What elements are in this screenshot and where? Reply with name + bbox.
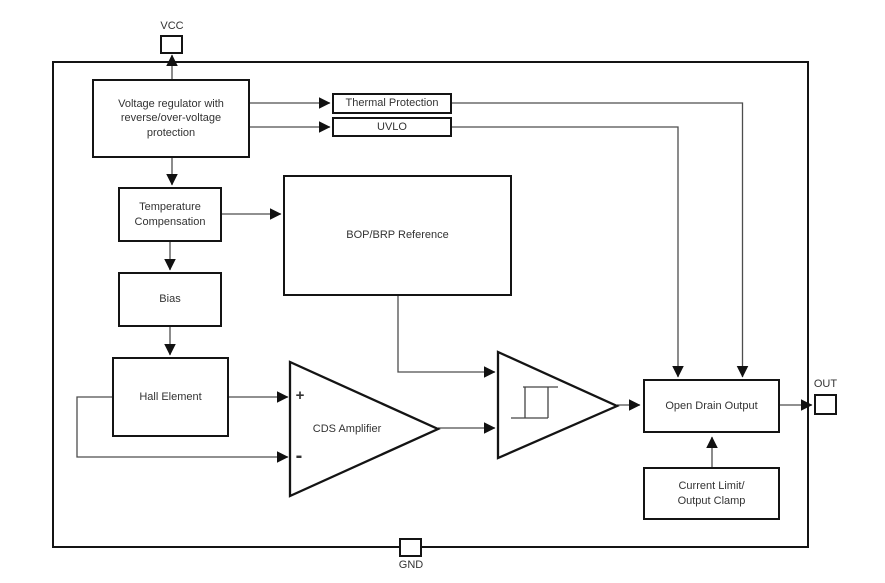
block-open-drain-output: Open Drain Output xyxy=(643,379,780,433)
wire-hall-to-cds-minus xyxy=(76,396,289,463)
block-uvlo: UVLO xyxy=(332,117,452,137)
block-voltage-regulator: Voltage regulator with reverse/over-volt… xyxy=(92,79,250,158)
cds-amplifier-triangle xyxy=(288,360,441,498)
block-bias: Bias xyxy=(118,272,222,327)
out-pin xyxy=(814,394,837,415)
schmitt-trigger-triangle xyxy=(496,350,620,460)
cds-minus-label: - xyxy=(295,445,303,467)
block-thermal-protection: Thermal Protection xyxy=(332,93,452,114)
hysteresis-icon xyxy=(511,386,558,419)
cds-amplifier-label: CDS Amplifier xyxy=(312,423,382,435)
block-current-limit-output-clamp: Current Limit/ Output Clamp xyxy=(643,467,780,520)
block-bop-brp-reference: BOP/BRP Reference xyxy=(283,175,512,296)
vcc-pin-label: VCC xyxy=(160,20,184,32)
out-pin-label: OUT xyxy=(813,378,838,390)
wire-thermal-to-open-drain xyxy=(452,102,749,378)
gnd-pin-label: GND xyxy=(398,559,424,571)
block-hall-element: Hall Element xyxy=(112,357,229,437)
chip-outline xyxy=(52,61,809,548)
gnd-pin xyxy=(399,538,422,557)
wire-uvlo-to-open-drain xyxy=(452,126,684,378)
block-temperature-compensation: Temperature Compensation xyxy=(118,187,222,242)
wire-bop-brp-to-schmitt xyxy=(397,296,496,378)
cds-plus-label: + xyxy=(295,387,305,404)
vcc-pin xyxy=(160,35,183,54)
